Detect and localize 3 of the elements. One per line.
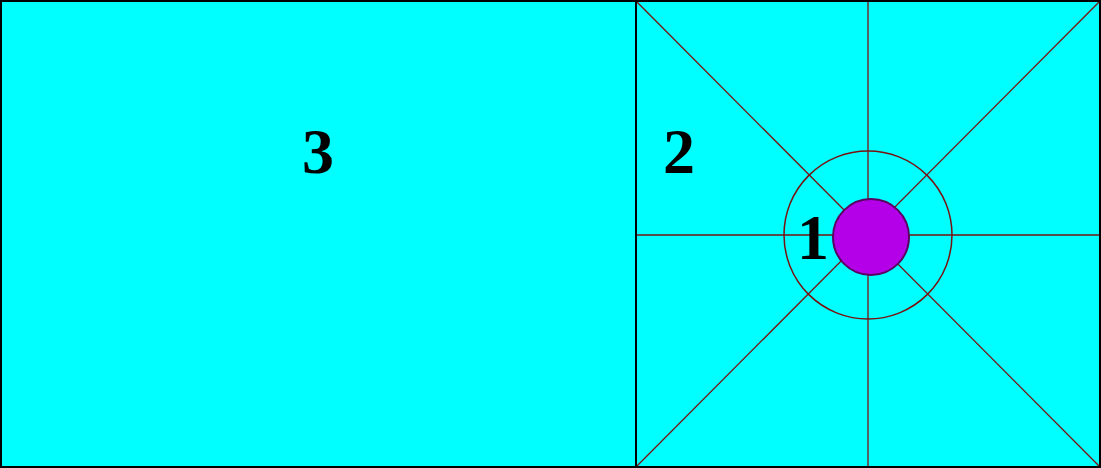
left-panel [0, 0, 637, 468]
region-number: 3 [302, 120, 334, 184]
region-number: 2 [663, 120, 695, 184]
